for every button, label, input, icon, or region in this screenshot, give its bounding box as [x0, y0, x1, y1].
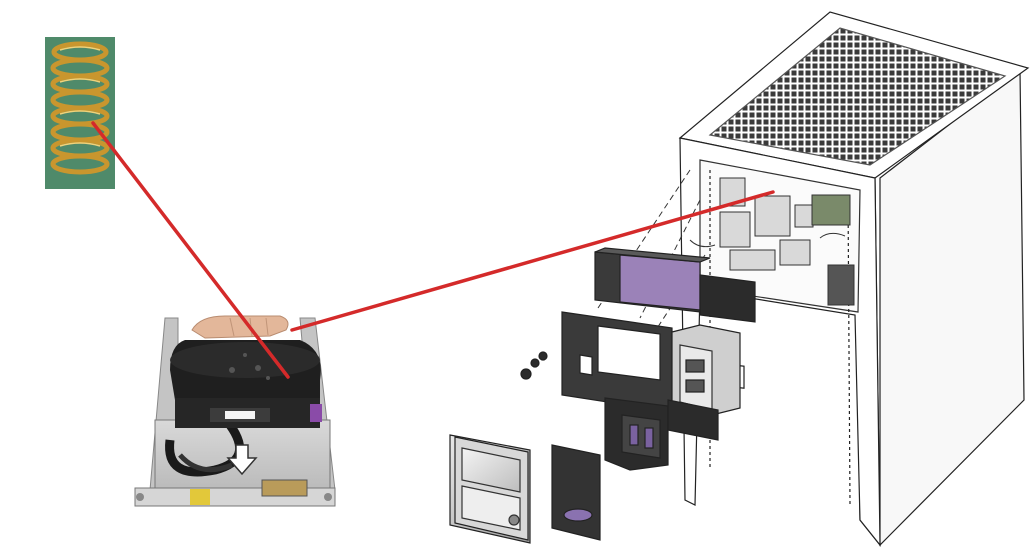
mounting-plate [561, 311, 673, 413]
interior-components [689, 177, 855, 306]
front-panel-assembly [604, 397, 719, 471]
hex-bolt-icon [520, 351, 548, 380]
tray-to-cabinet-callout [290, 190, 775, 332]
junction-box [671, 324, 741, 416]
cabinet-drawing [449, 11, 1030, 547]
spring-photo [45, 37, 115, 189]
dark-cover-panel [551, 444, 601, 541]
hinged-door [449, 434, 531, 544]
spring-to-tray-callout [91, 121, 290, 379]
spring-coils [50, 41, 110, 175]
tray-photo [130, 312, 345, 512]
callout-lines [91, 121, 775, 379]
down-arrow-icon [226, 444, 258, 476]
